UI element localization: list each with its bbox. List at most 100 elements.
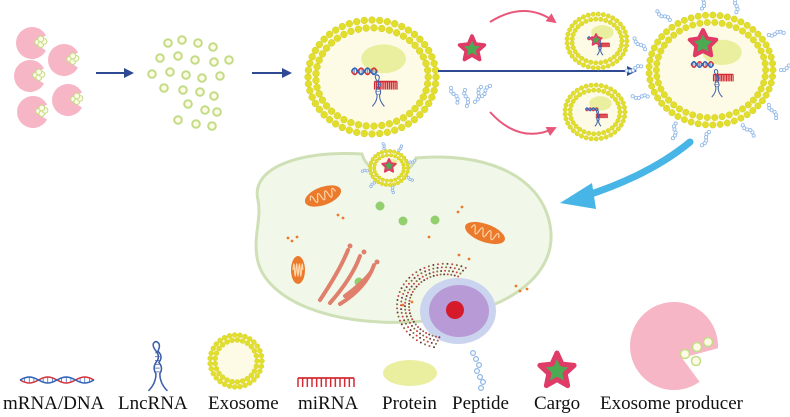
- cargo-star-icon: [537, 350, 577, 389]
- peptide-icon: [390, 186, 395, 195]
- released-exosomes: [147, 35, 234, 131]
- lncrna-icon: [594, 109, 602, 127]
- legend-label-lncrna: LncRNA: [118, 393, 188, 414]
- vesicle: [69, 52, 77, 60]
- peptide-icon: [472, 85, 483, 104]
- peptide-icon: [406, 175, 414, 182]
- isolated-exosome-icon: [304, 16, 440, 138]
- exosome-icon: [173, 115, 183, 125]
- particle: [518, 289, 522, 293]
- mrna-dna-icon: [690, 60, 715, 69]
- peptide-icon: [670, 121, 678, 141]
- peptide-icon: [740, 123, 756, 138]
- exosome-producer-icon: [16, 95, 49, 129]
- exosome-icon: [183, 99, 193, 109]
- particle: [290, 239, 294, 243]
- exosome-icon: [177, 35, 187, 45]
- exosome-icon: [159, 83, 169, 93]
- mrna-dna-icon: [584, 107, 599, 112]
- isolated-exosome: [304, 16, 440, 138]
- exosome-icon: [163, 38, 173, 48]
- particle: [427, 235, 431, 239]
- exosome-icon: [147, 69, 157, 79]
- exosome-icon: [209, 57, 219, 67]
- engineering-inputs: [448, 34, 492, 108]
- vesicle: [691, 341, 703, 353]
- particle: [341, 216, 345, 220]
- exosome-producer-icon: [630, 302, 718, 390]
- exosome-producer-icon: [15, 26, 48, 60]
- exosome-icon: [207, 332, 265, 390]
- engineered-exosome: [624, 0, 790, 148]
- peptide-icon: [369, 181, 376, 188]
- peptide-icon: [630, 93, 650, 101]
- cargo-loaded-exosome-icon: [564, 11, 630, 71]
- vesicle: [35, 68, 43, 76]
- peptide-icon: [397, 144, 403, 152]
- particle: [295, 235, 299, 239]
- particle: [460, 205, 464, 209]
- mitochondria-icon: [291, 256, 305, 284]
- particle: [457, 253, 461, 257]
- exosome-icon: [181, 70, 191, 80]
- legend-label-cargo: Cargo: [534, 393, 581, 414]
- peptide-icon: [448, 86, 460, 105]
- lncrna-icon: [371, 74, 385, 107]
- exosome-icon: [212, 107, 222, 117]
- peptide-icon: [699, 129, 711, 148]
- mitochondria-icon: [465, 221, 505, 245]
- legend-label-mrna-dna: mRNA/DNA: [3, 393, 105, 414]
- protein-icon: [383, 360, 437, 386]
- legend-label-exosome: Exosome: [208, 393, 279, 414]
- exosome-icon: [215, 71, 225, 81]
- legend-label-peptide: Peptide: [452, 393, 509, 414]
- exosome-icon: [155, 53, 165, 63]
- engineered-exosome-icon: [624, 0, 790, 148]
- mirna-icon: [373, 80, 398, 90]
- peptide-displaying-exosome-icon: [562, 82, 628, 142]
- arrow-peptide-display: [489, 111, 557, 136]
- peptide-icon: [766, 29, 786, 38]
- particle: [514, 284, 518, 288]
- exosome-producer-icon: [13, 60, 46, 92]
- peptide-icon: [624, 64, 644, 74]
- endocytosed-exosome: [360, 142, 417, 195]
- mrna-dna-icon: [350, 67, 378, 76]
- arrow-to-recipient-cell: [560, 138, 694, 209]
- vesicle: [38, 104, 46, 112]
- peptide-icon: [381, 142, 386, 151]
- peptide-icon: [655, 9, 672, 22]
- vesicle: [702, 336, 714, 348]
- peptide-icon: [632, 36, 648, 52]
- particle: [525, 287, 529, 291]
- cargo-star-icon: [457, 34, 487, 62]
- exosome-icon: [193, 38, 203, 48]
- exosome-icon: [195, 87, 205, 97]
- vesicle: [398, 216, 408, 226]
- recipient-cell-icon: [254, 142, 553, 349]
- mrna-dna-icon: [19, 376, 95, 384]
- vesicle: [679, 348, 691, 360]
- cargo-star-icon: [381, 158, 397, 173]
- peptide-icon: [766, 103, 779, 121]
- cargo-star-icon: [589, 33, 603, 46]
- particle: [456, 210, 460, 214]
- exosome-icon: [200, 105, 210, 115]
- arrow-cargo-loading: [489, 10, 557, 24]
- legend-label-protein: Protein: [382, 393, 437, 414]
- exosome-icon: [173, 51, 183, 61]
- legend-label-mirna: miRNA: [298, 393, 359, 414]
- peptide-icon: [699, 0, 707, 11]
- exosome-icon: [190, 55, 200, 65]
- exosome-icon: [197, 73, 207, 83]
- vesicle: [690, 355, 702, 367]
- protein-icon: [589, 96, 612, 111]
- exosome-producer-icon: [51, 83, 84, 116]
- peptide-icon: [462, 88, 471, 108]
- vesicle: [375, 201, 385, 211]
- legend-label-exosome-producer: Exosome producer: [600, 393, 743, 414]
- particle: [286, 236, 290, 240]
- exosome-icon: [207, 121, 217, 131]
- exosome-icon: [224, 55, 234, 65]
